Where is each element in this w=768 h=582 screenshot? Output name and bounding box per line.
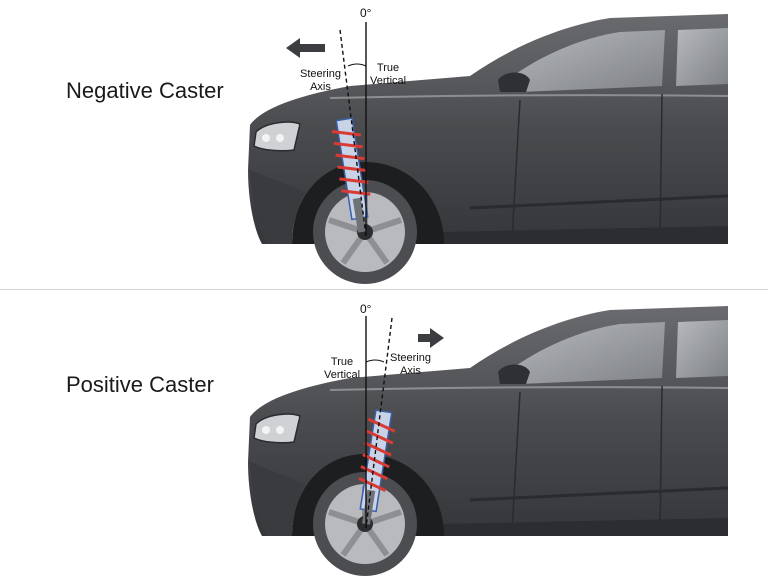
positive-caster-car-illustration (248, 306, 729, 576)
zero-degree-label: 0° (360, 6, 372, 20)
steering-axis-line (365, 317, 393, 529)
rocker-panel (440, 518, 728, 536)
true-vertical-label-line2: Vertical (324, 369, 361, 381)
door-line (511, 385, 663, 533)
rocker-panel (440, 226, 728, 244)
side-mirror (498, 72, 530, 92)
true-vertical-label: True Vertical (370, 62, 406, 88)
negative-caster-car-illustration (248, 14, 729, 284)
headlight-lamp (276, 426, 284, 434)
front-bumper (250, 462, 305, 536)
negative-caster-panel: Negative Caster 0° Steering Axis True Ve… (0, 0, 768, 290)
body-crease-lower (469, 194, 729, 210)
steering-axis-label: Steering Axis (390, 352, 431, 378)
steering-axis-label-line2: Axis (310, 81, 331, 93)
negative-caster-title: Negative Caster (66, 78, 224, 103)
headlight-lamp (276, 134, 284, 142)
car-window (510, 322, 665, 384)
true-vertical-label-line1: True (376, 62, 400, 74)
door-line (511, 93, 663, 241)
direction-arrow-left (286, 38, 325, 58)
steering-axis-label-line2: Axis (400, 365, 421, 377)
true-vertical-label-line2: Vertical (370, 75, 407, 87)
strut-assembly (331, 117, 371, 233)
headlight-lamp (262, 426, 270, 434)
front-bumper (250, 170, 305, 244)
panel-divider (0, 289, 768, 290)
body-crease-lower (469, 486, 729, 502)
side-mirror (498, 364, 530, 384)
steering-axis-label: Steering Axis (300, 68, 341, 94)
car-window-rear (676, 28, 728, 86)
zero-degree-label: 0° (360, 302, 372, 316)
true-vertical-label-line1: True (330, 356, 354, 368)
steering-axis-label-line1: Steering (390, 352, 431, 364)
caster-angle-arc (365, 359, 385, 363)
steering-axis-label-line1: Steering (300, 68, 341, 80)
positive-caster-panel: Positive Caster 0° True Vertical Steerin… (0, 292, 768, 582)
car-window-rear (676, 320, 728, 378)
caster-angle-arc (347, 63, 367, 67)
headlight-lamp (262, 134, 270, 142)
direction-arrow-right (418, 328, 444, 348)
positive-caster-title: Positive Caster (66, 372, 214, 397)
true-vertical-label: True Vertical (324, 356, 360, 382)
car-window (510, 30, 665, 92)
